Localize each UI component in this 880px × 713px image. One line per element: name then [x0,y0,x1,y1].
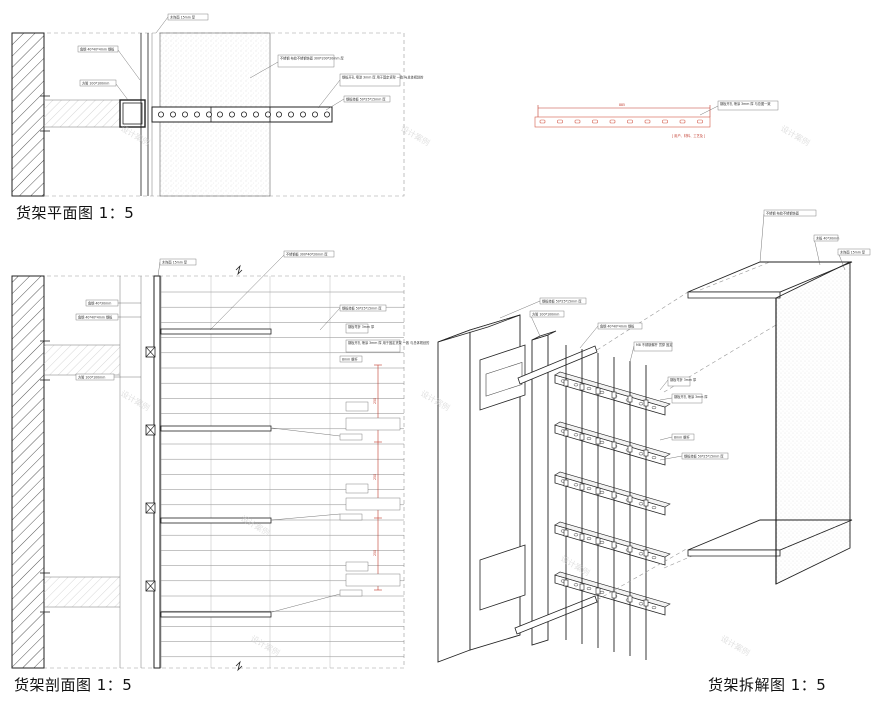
exploded-label-9: 8mm 螺杆 [674,435,690,440]
section-cross-box [145,346,156,358]
section-title: 货架剖面图 1：5 [14,676,133,694]
plan-label-2: 方管 100*100mm [82,81,109,86]
detail-dimension: 885 [619,103,625,107]
plan-hole [252,111,259,118]
section-label-1: 不锈钢板 300*40*20mm 厚 [286,252,328,257]
exploded-label-5: 角钢 40*40*4mm 钢板 [600,324,635,329]
plan-label-1: 角钢 40*40*4mm 钢板 [80,47,115,52]
plan-hole [323,111,330,118]
perforated-plate-detail: 885 钢板开孔 喷涂 3mm 厚 与总图一致 [ 用户、材料、工艺及 ] [534,100,779,138]
watermark-text: 设计案例 [249,633,282,658]
plan-hole [228,111,235,118]
detail-slot [539,119,546,124]
section-label-7: 钢板开孔 喷涂 3mm 厚 用于固定货架 一致 与总体规划的 [348,340,429,345]
detail-slot [609,119,616,124]
exploded-vertical-tube [531,334,549,646]
exploded-label-2: 木饰面 15mm 厚 [840,250,866,255]
plan-hole [181,111,188,118]
detail-slot [679,119,686,124]
plan-hole [205,111,212,118]
watermark-text: 设计案例 [399,123,432,148]
plan-hole [216,111,223,118]
exploded-rod [627,361,633,656]
watermark-text: 设计案例 [239,513,272,538]
section-vertical-tube [153,275,161,669]
plan-hole [157,111,164,118]
section-drawing: 250 250 250 木饰面 15mm 厚 不锈钢板 300*40*20mm … [11,250,429,672]
watermark-text: 设计案例 [719,633,752,658]
exploded-tags: 不锈钢 布纹不锈钢饰面 木板 40*30mm 木饰面 15mm 厚 钢板挂板 5… [499,209,871,461]
exploded-label-10: 钢板挂板 50*25*15mm 厚 [684,454,724,459]
detail-plate [534,116,711,128]
exploded-wall-block [437,329,471,663]
section-cross-box [145,580,156,592]
detail-slot [644,119,651,124]
detail-slot [557,119,563,124]
watermark-text: 设计案例 [779,123,812,148]
detail-label-1: [ 用户、材料、工艺及 ] [672,133,705,138]
section-dim-1: 250 [373,474,377,480]
plan-label-4: 钢板开孔 喷涂 3mm 厚 用于固定货架 一致 与总体规划的 [342,75,423,80]
plan-hole [169,111,176,118]
exploded-label-0: 不锈钢 布纹不锈钢饰面 [766,211,799,216]
section-tags: 木饰面 15mm 厚 不锈钢板 300*40*20mm 厚 角钢 40*30mm… [75,250,429,613]
detail-slot [574,119,581,124]
plan-label-5: 钢板挂板 50*25*15mm 厚 [346,97,386,102]
section-wall [11,275,45,669]
section-label-4: 方管 100*100mm [78,375,105,380]
detail-label-0: 钢板开孔 喷涂 3mm 厚 与总图一致 [720,101,771,106]
exploded-title: 货架拆解图 1：5 [708,676,827,694]
plan-hole [264,111,271,118]
plan-hole [193,111,200,118]
exploded-label-4: 方管 100*100mm [532,312,559,317]
exploded-label-1: 木板 40*30mm [816,236,839,241]
detail-slot [592,119,598,124]
section-label-8: 8mm 螺杆 [342,357,358,362]
plan-label-3: 不锈钢 布纹不锈钢饰面 300*200*20mm 厚 [280,56,345,61]
exploded-rod [563,345,569,640]
plan-hole [311,111,318,118]
exploded-rod [611,357,617,652]
plan-hole [240,111,247,118]
plan-hole [299,111,306,118]
section-label-6: 钢板弯折 3mm 厚 [348,324,375,329]
plan-tags: 木饰面 15mm 厚 角钢 40*40*4mm 钢板 方管 100*100mm … [77,13,423,111]
section-label-2: 角钢 40*30mm [88,301,111,306]
detail-slot [697,119,703,124]
detail-slot [662,119,668,124]
watermark-text: 设计案例 [119,388,152,413]
plan-drawing: 木饰面 15mm 厚 角钢 40*40*4mm 钢板 方管 100*100mm … [11,13,423,197]
section-cross-box [145,502,156,514]
section-label-3: 角钢 40*40*4mm 钢板 [78,315,113,320]
plan-hole [275,111,282,118]
exploded-rod [579,349,585,644]
detail-slot [627,119,633,124]
section-dim-2: 250 [373,550,377,556]
exploded-label-8: 钢板开孔 喷涂 3mm 厚 [674,394,708,399]
exploded-drawing: 不锈钢 布纹不锈钢饰面 木板 40*30mm 木饰面 15mm 厚 钢板挂板 5… [437,209,871,663]
exploded-rod [595,353,601,648]
section-dim-0: 250 [373,398,377,404]
exploded-label-7: 钢板弯折 3mm 厚 [670,377,697,382]
exploded-rod [643,365,649,660]
section-label-5: 钢板挂板 50*25*15mm 厚 [342,306,382,311]
section-label-0: 木饰面 15mm 厚 [162,260,188,265]
plan-title: 货架平面图 1：5 [16,204,135,222]
plan-wall [11,32,45,197]
exploded-front-panel [775,261,851,585]
section-cross-box [145,424,156,436]
exploded-label-3: 钢板挂板 50*25*15mm 厚 [542,299,582,304]
plan-label-0: 木饰面 15mm 厚 [170,15,196,20]
plan-hole [287,111,294,118]
exploded-label-6: M8 不锈钢螺杆 贯穿 固定 [636,342,673,347]
